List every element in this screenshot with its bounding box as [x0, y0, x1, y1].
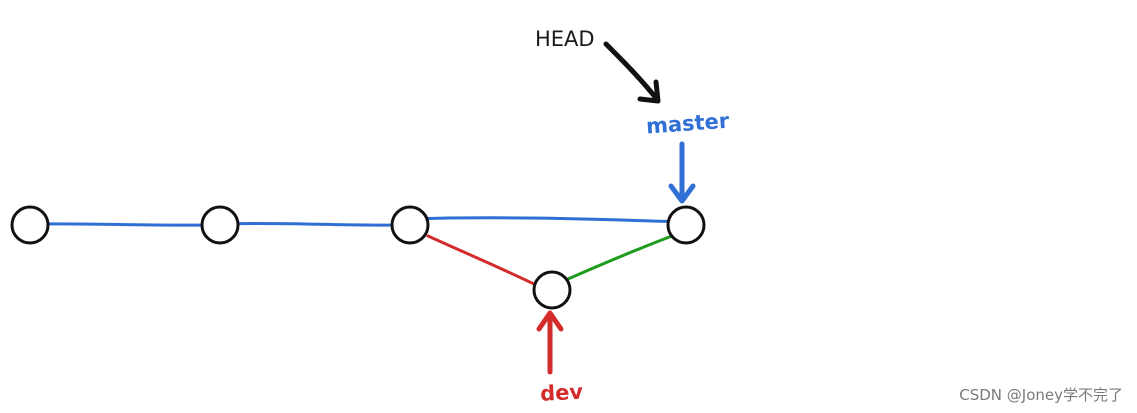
commit-node-5 [666, 205, 706, 245]
edge-c4-c5 [566, 234, 674, 281]
head-label: HEAD [535, 27, 595, 51]
dev-label: dev [539, 380, 583, 406]
commit-node-2 [200, 205, 240, 245]
edge-c3-c5 [408, 216, 688, 224]
edge-c2-c3 [218, 221, 412, 227]
head-arrow-icon [603, 41, 661, 104]
master-arrow-icon [668, 141, 696, 204]
master-label: master [645, 109, 730, 139]
commit-node-3 [390, 205, 430, 245]
edge-c1-c2 [28, 222, 222, 227]
dev-arrow-icon [536, 310, 564, 375]
edge-c3-c4 [426, 234, 542, 289]
commit-node-1 [10, 205, 50, 245]
commit-node-4 [532, 270, 572, 310]
watermark: CSDN @Joney学不完了 [959, 386, 1123, 404]
